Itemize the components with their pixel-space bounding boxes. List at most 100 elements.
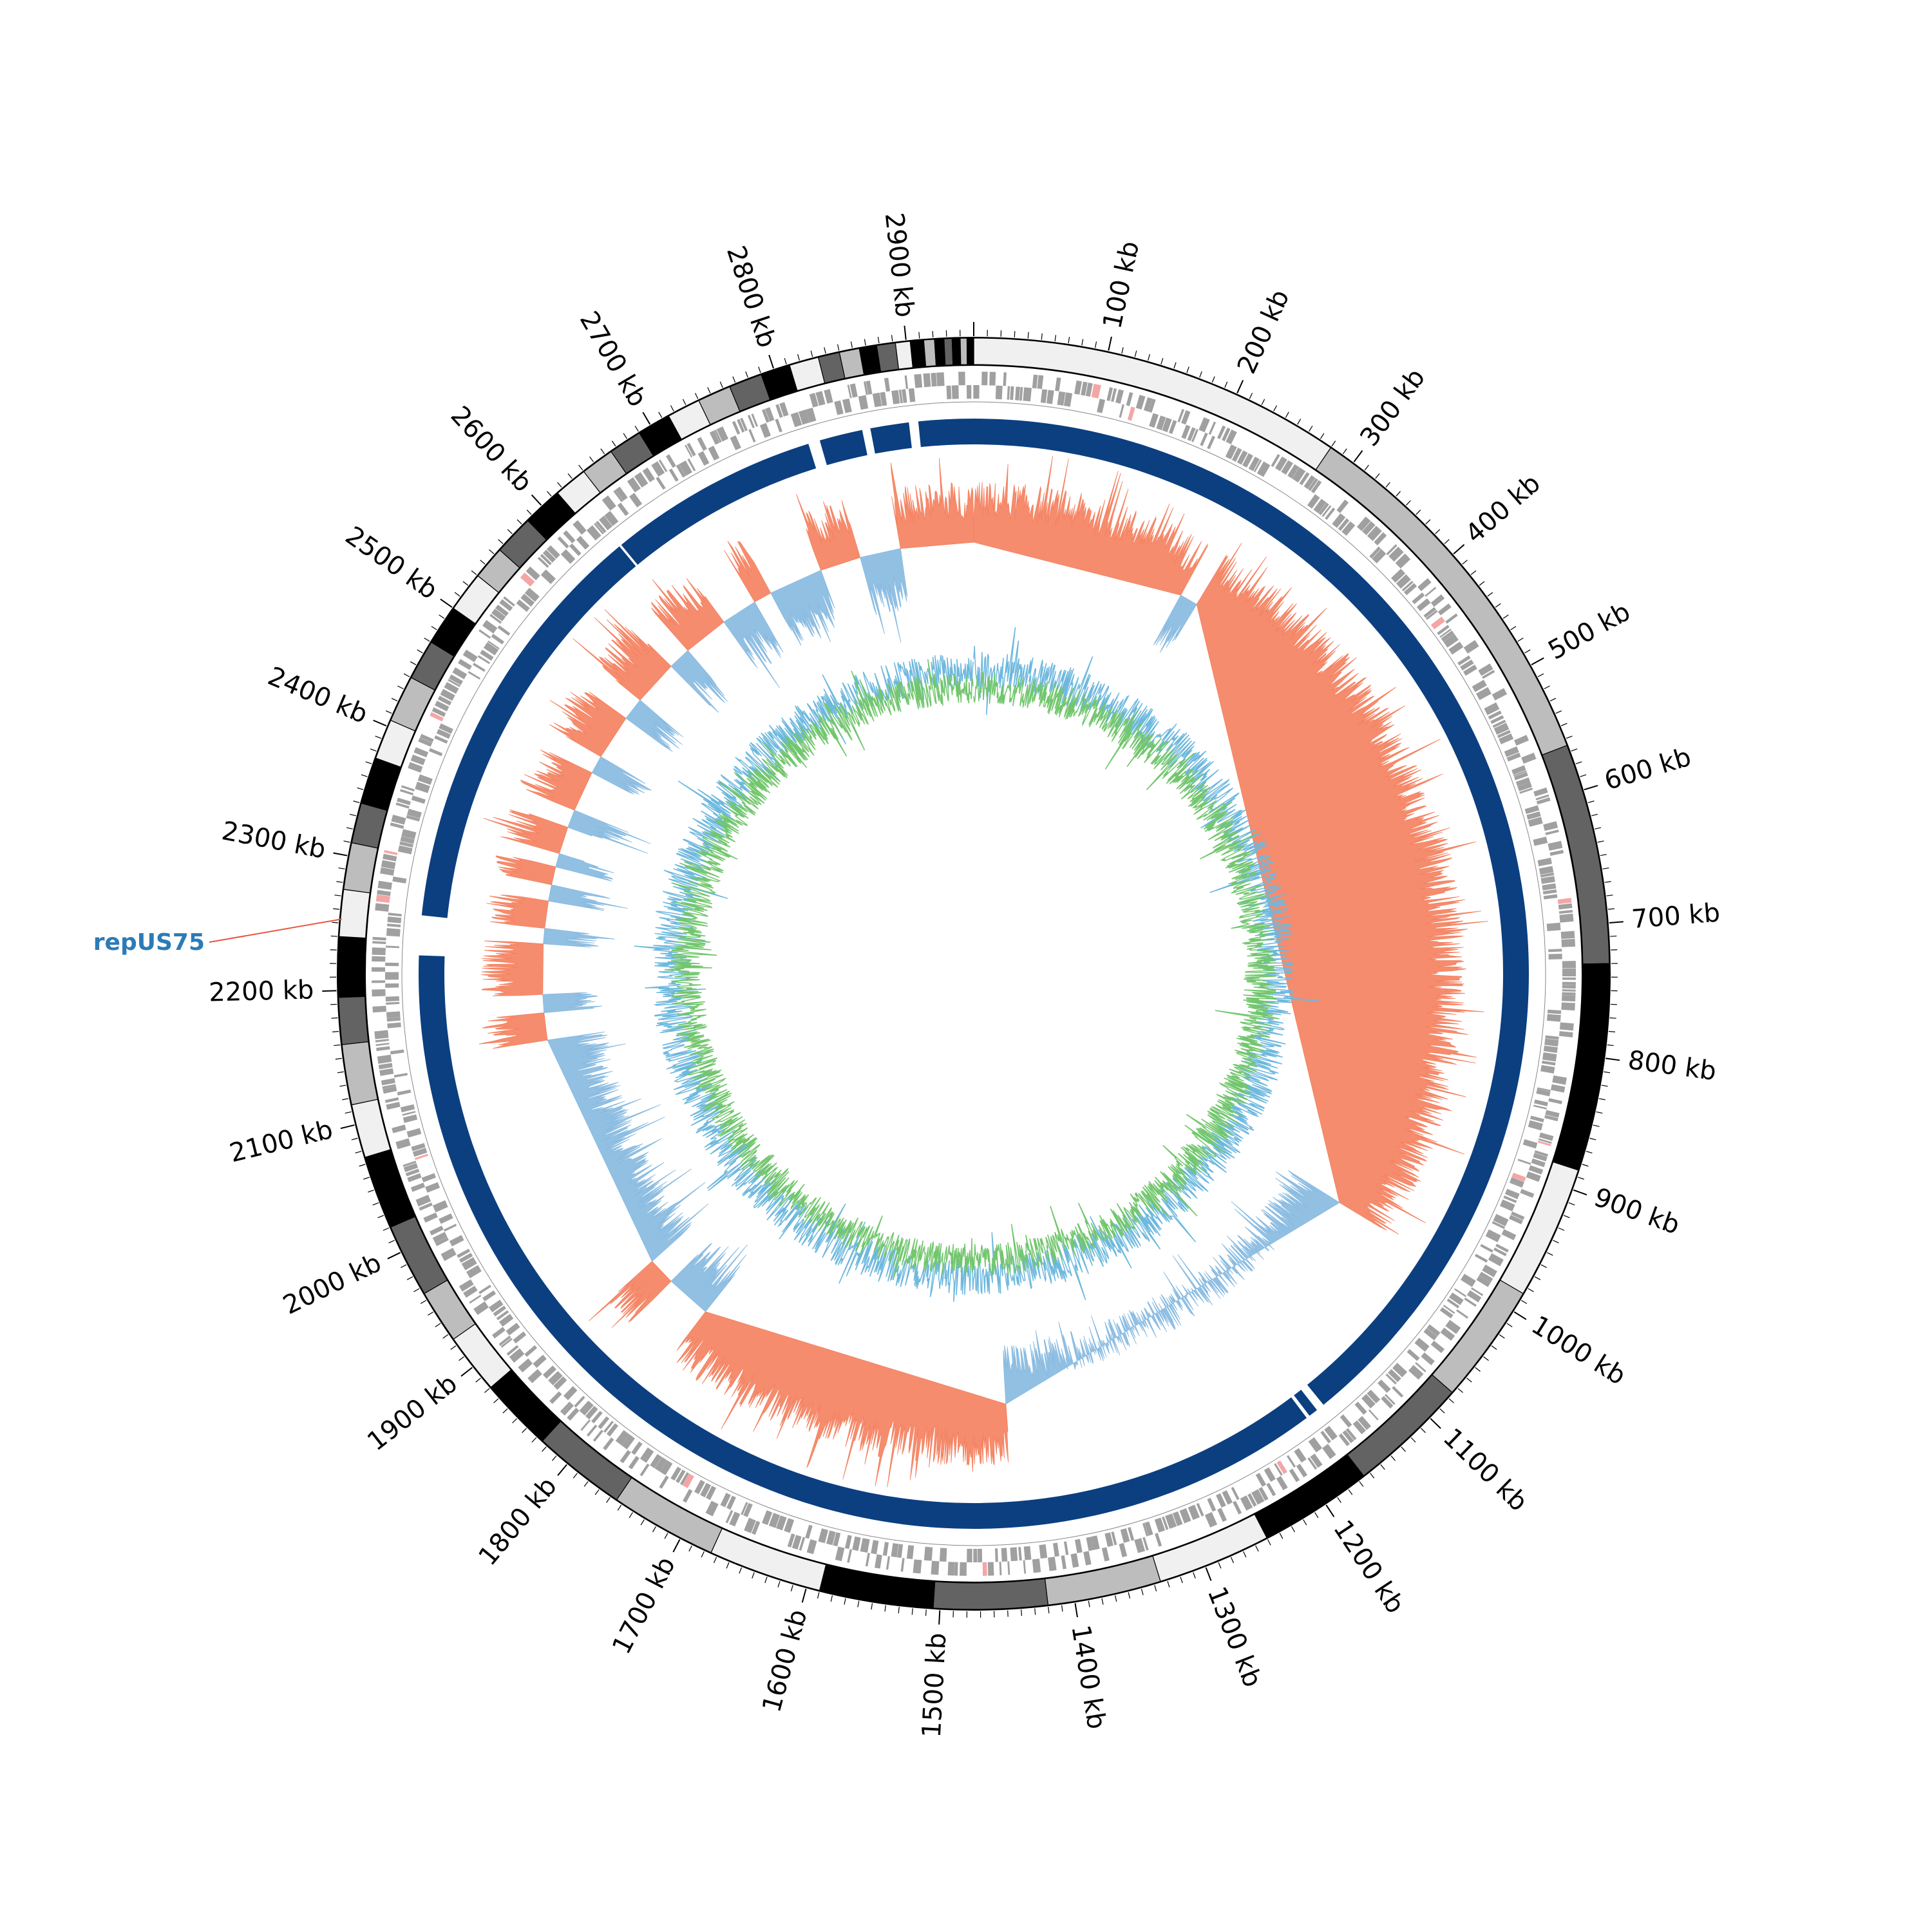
minor-tick [1370, 1473, 1375, 1479]
gene-feature [1247, 1493, 1257, 1507]
gene-feature [1388, 546, 1404, 562]
minor-tick [531, 1437, 537, 1443]
gene-feature [425, 1182, 440, 1193]
contig-block [895, 341, 914, 370]
gene-feature [419, 734, 434, 743]
gene-feature [842, 398, 852, 413]
gene-feature [1233, 1501, 1242, 1515]
gene-feature [1048, 1557, 1057, 1571]
minor-tick [334, 895, 341, 896]
gene-feature [492, 1327, 506, 1339]
major-tick [1453, 544, 1465, 554]
gene-feature [1497, 730, 1511, 739]
minor-tick [578, 464, 583, 471]
major-tick [1108, 336, 1112, 351]
gene-feature [833, 1532, 841, 1547]
minor-tick [688, 1545, 692, 1552]
gene-feature [1475, 687, 1492, 701]
gene-feature [1204, 1511, 1218, 1528]
gene-feature-track [372, 372, 1576, 1576]
gene-feature [1086, 1537, 1094, 1551]
major-tick [557, 1464, 567, 1476]
gene-feature [435, 700, 450, 712]
contig-block [943, 337, 954, 366]
gc-skew-positive-area [549, 691, 627, 757]
gene-feature [1443, 1305, 1455, 1314]
gene-feature [1495, 1244, 1509, 1253]
minor-tick [435, 1323, 441, 1327]
minor-tick [1375, 473, 1380, 479]
gene-feature [410, 1182, 426, 1192]
minor-tick [1249, 393, 1253, 399]
gene-feature [591, 1410, 603, 1424]
gene-feature [1464, 1297, 1477, 1307]
minor-tick [427, 1311, 434, 1316]
gene-feature [1281, 460, 1293, 475]
gene-feature [495, 604, 509, 617]
minor-tick [420, 1300, 427, 1304]
gene-feature [1127, 406, 1135, 421]
gene-feature [1480, 1244, 1493, 1253]
gene-feature [1548, 840, 1563, 851]
gene-feature [1258, 1487, 1269, 1501]
gene-feature [697, 451, 710, 466]
minor-tick [1547, 1252, 1553, 1256]
gene-feature [759, 422, 771, 439]
minor-tick [694, 393, 699, 399]
gene-feature [449, 674, 463, 685]
gene-feature [1286, 1455, 1296, 1468]
gene-feature [865, 1553, 871, 1567]
gene-feature [1545, 1035, 1559, 1040]
tick-label: 1000 kb [1526, 1310, 1631, 1390]
minor-tick [1587, 800, 1595, 804]
contig-block [934, 338, 946, 366]
gc-skew-positive-area [495, 855, 556, 886]
gene-feature [860, 1538, 870, 1553]
gene-feature [1549, 849, 1564, 856]
gene-feature [1264, 1467, 1276, 1482]
gene-feature [705, 1501, 719, 1517]
gene-feature [546, 545, 560, 559]
minor-tick [719, 381, 723, 388]
minor-tick [629, 1512, 633, 1519]
minor-tick [335, 1057, 342, 1060]
major-tick [1513, 1311, 1527, 1320]
gene-feature [1423, 607, 1437, 618]
gene-feature [1292, 467, 1306, 483]
gene-feature [737, 419, 745, 433]
gene-feature [386, 1001, 400, 1005]
minor-tick [764, 1577, 768, 1584]
gene-feature [372, 947, 386, 956]
gene-feature [480, 649, 494, 661]
gene-feature [459, 1253, 473, 1263]
minor-tick [1255, 1545, 1259, 1552]
gene-feature [1352, 1420, 1367, 1435]
minor-tick [1303, 1519, 1307, 1526]
minor-tick [1568, 1202, 1575, 1206]
minor-tick [1591, 813, 1598, 817]
gene-feature [1037, 375, 1044, 390]
major-tick [801, 1588, 807, 1603]
gene-feature [386, 923, 401, 927]
gene-feature [402, 1111, 416, 1116]
gene-feature [384, 850, 398, 855]
gene-feature [386, 1017, 401, 1022]
gene-feature [639, 1447, 654, 1463]
gene-feature [1386, 544, 1397, 556]
gene-feature [620, 1450, 631, 1464]
gene-feature [1479, 1271, 1493, 1283]
gene-feature [1085, 383, 1093, 397]
gene-feature [381, 1078, 395, 1086]
gene-feature [1144, 1521, 1153, 1536]
gene-feature [680, 1472, 689, 1486]
minor-tick [918, 332, 920, 339]
contig-block [341, 1041, 379, 1106]
minor-tick [1160, 357, 1164, 365]
gene-feature [1511, 1172, 1526, 1182]
gc-skew-negative-area [547, 1031, 709, 1262]
tick-label: 2700 kb [574, 307, 652, 412]
gene-feature [372, 941, 386, 944]
gene-feature [402, 1114, 418, 1123]
gene-feature [973, 1548, 978, 1562]
backbone-segment [819, 430, 867, 466]
